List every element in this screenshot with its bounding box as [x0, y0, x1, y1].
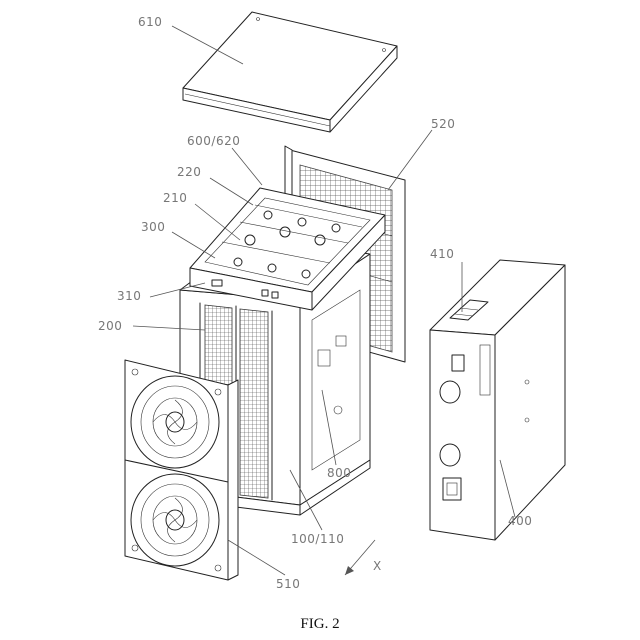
label-400: 400 [508, 514, 532, 528]
label-610: 610 [138, 15, 162, 29]
label-x-axis: X [373, 559, 382, 573]
label-800: 800 [327, 466, 351, 480]
label-600-620: 600/620 [187, 134, 240, 148]
top-cover-610 [183, 12, 397, 132]
label-300: 300 [141, 220, 165, 234]
power-supply-400 [430, 260, 565, 540]
label-220: 220 [177, 165, 201, 179]
front-fans-510 [125, 360, 238, 580]
label-210: 210 [163, 191, 187, 205]
label-510: 510 [276, 577, 300, 591]
label-100-110: 100/110 [291, 532, 344, 546]
label-200: 200 [98, 319, 122, 333]
figure-caption: FIG. 2 [300, 616, 339, 632]
label-310: 310 [117, 289, 141, 303]
label-410: 410 [430, 247, 454, 261]
label-520: 520 [431, 117, 455, 131]
